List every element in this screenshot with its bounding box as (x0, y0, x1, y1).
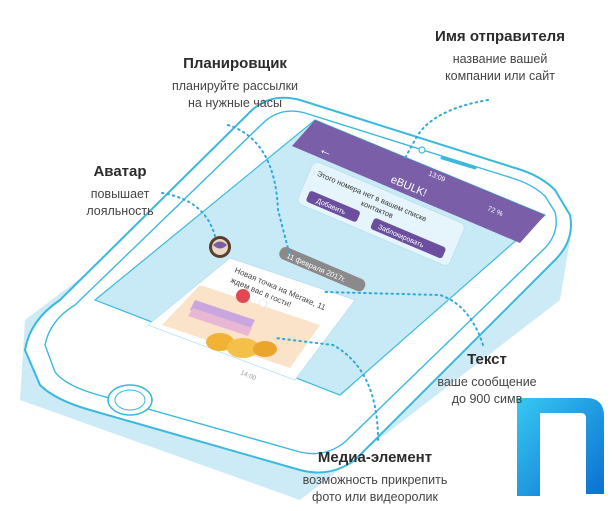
callout-connectors (161, 99, 489, 441)
message-media-image[interactable] (162, 285, 320, 368)
callout-media-desc-1: возможность прикрепить (302, 473, 448, 487)
callout-sender-desc-2: компании или сайт (445, 69, 555, 83)
callout-scheduler: Планировщик планируйте рассылки на нужны… (150, 55, 320, 112)
chat-header-bar (292, 120, 545, 243)
home-button-inner (114, 389, 146, 411)
sender-avatar (209, 236, 231, 258)
callout-sender-desc-1: название вашей (452, 52, 548, 66)
brand-logo (517, 398, 604, 496)
callout-text-desc-1: ваше сообщение (437, 375, 537, 389)
connector-media (274, 337, 379, 441)
home-button[interactable] (107, 384, 153, 416)
callout-scheduler-desc-2: на нужные часы (188, 96, 282, 110)
callout-scheduler-title: Планировщик (183, 55, 287, 72)
callout-scheduler-desc-1: планируйте рассылки (171, 79, 299, 93)
callout-avatar: Аватар повышает лояльность (65, 163, 175, 220)
phone-inner-edge (44, 110, 557, 455)
callout-text-desc-2: до 900 симв (451, 392, 523, 406)
callout-media: Медиа-элемент возможность прикрепить фот… (290, 449, 460, 506)
phone-speaker (440, 156, 477, 170)
add-contact-button[interactable] (306, 190, 361, 223)
block-contact-button[interactable] (370, 218, 446, 260)
callout-avatar-title: Аватар (93, 163, 147, 180)
connector-avatar (161, 192, 216, 237)
callout-text-title: Текст (467, 351, 507, 368)
callout-media-desc-2: фото или видеоролик (312, 490, 438, 504)
connector-sender (404, 99, 489, 159)
callout-avatar-desc-1: повышает (90, 187, 150, 201)
connector-scheduler (227, 124, 291, 257)
callout-media-title: Медиа-элемент (317, 449, 433, 466)
callout-avatar-desc-2: лояльность (86, 204, 154, 218)
callout-text: Текст ваше сообщение до 900 симв (432, 351, 542, 408)
connector-text (324, 291, 484, 346)
front-camera (418, 146, 426, 154)
callout-sender-title: Имя отправителя (435, 28, 565, 45)
back-arrow-icon[interactable]: ← (317, 140, 336, 160)
callout-sender-name: Имя отправителя название вашей компании … (420, 28, 580, 85)
